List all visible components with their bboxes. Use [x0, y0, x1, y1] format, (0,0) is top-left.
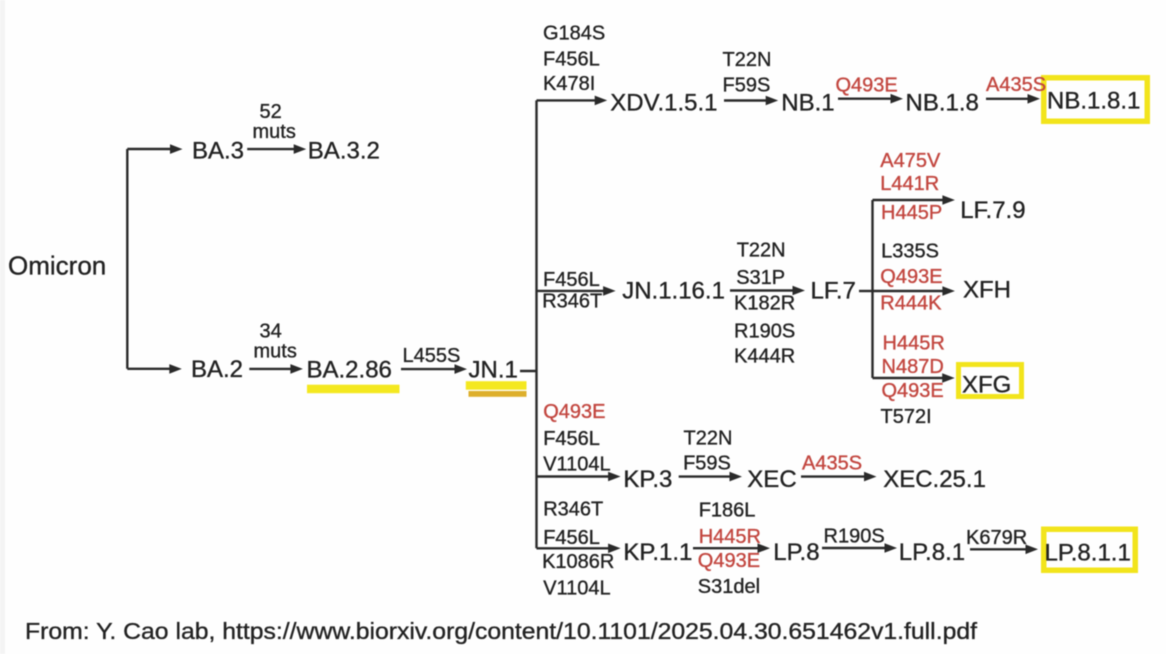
svg-text:Q493E: Q493E	[836, 75, 898, 97]
svg-text:V1104L: V1104L	[543, 454, 610, 476]
svg-text:NB.1: NB.1	[781, 90, 834, 117]
svg-text:XDV.1.5.1: XDV.1.5.1	[610, 89, 717, 116]
svg-text:A475V: A475V	[880, 150, 941, 172]
svg-text:Q493E: Q493E	[543, 401, 605, 423]
svg-text:Q493E: Q493E	[698, 550, 760, 572]
svg-text:BA.3.2: BA.3.2	[308, 137, 380, 164]
svg-text:L455S: L455S	[403, 345, 461, 367]
svg-text:52: 52	[260, 101, 282, 123]
svg-text:F456L: F456L	[543, 527, 600, 549]
svg-text:A435S: A435S	[986, 74, 1046, 96]
svg-text:K679R: K679R	[966, 527, 1027, 549]
svg-text:KP.3: KP.3	[623, 466, 672, 493]
svg-text:R346T: R346T	[542, 291, 602, 313]
svg-text:XFH: XFH	[963, 277, 1011, 304]
svg-text:From: Y. Cao lab, https://www.: From: Y. Cao lab, https://www.biorxiv.or…	[25, 618, 977, 644]
svg-text:T572I: T572I	[881, 406, 932, 428]
svg-text:A435S: A435S	[802, 453, 862, 475]
svg-text:H445R: H445R	[883, 332, 945, 354]
svg-text:KP.1.1: KP.1.1	[623, 539, 692, 566]
svg-text:V1104L: V1104L	[543, 578, 610, 600]
svg-text:S31P: S31P	[736, 267, 785, 289]
svg-text:G184S: G184S	[543, 23, 605, 45]
svg-text:N487D: N487D	[882, 356, 944, 378]
svg-text:NB.1.8.1: NB.1.8.1	[1047, 88, 1140, 115]
svg-text:BA.2.86: BA.2.86	[307, 357, 392, 384]
svg-text:muts: muts	[254, 341, 297, 363]
svg-text:K182R: K182R	[734, 293, 795, 315]
svg-text:T22N: T22N	[684, 428, 733, 450]
svg-text:34: 34	[260, 321, 282, 343]
svg-text:LP.8.1: LP.8.1	[899, 539, 965, 566]
svg-text:F456L: F456L	[543, 428, 600, 450]
svg-text:R190S: R190S	[824, 526, 885, 548]
svg-text:NB.1.8: NB.1.8	[906, 90, 979, 117]
svg-text:JN.1.16.1: JN.1.16.1	[622, 278, 725, 305]
svg-text:S31del: S31del	[698, 576, 760, 598]
svg-text:BA.3: BA.3	[192, 137, 244, 164]
svg-text:T22N: T22N	[737, 240, 786, 262]
svg-text:L441R: L441R	[880, 173, 939, 195]
svg-text:F456L: F456L	[543, 49, 600, 71]
svg-text:XFG: XFG	[962, 372, 1011, 399]
svg-text:muts: muts	[253, 121, 296, 143]
svg-text:JN.1: JN.1	[469, 357, 518, 384]
svg-text:F186L: F186L	[699, 500, 756, 522]
svg-text:H445P: H445P	[881, 202, 942, 224]
svg-text:Omicron: Omicron	[8, 251, 106, 281]
svg-text:H445R: H445R	[699, 526, 761, 548]
svg-text:Q493E: Q493E	[882, 380, 944, 402]
svg-text:K444R: K444R	[734, 346, 795, 368]
svg-text:T22N: T22N	[723, 49, 772, 71]
svg-text:LF.7.9: LF.7.9	[960, 197, 1025, 224]
svg-text:XEC.25.1: XEC.25.1	[883, 466, 986, 493]
svg-text:F456L: F456L	[543, 269, 600, 291]
svg-text:R444K: R444K	[880, 292, 942, 314]
svg-text:F59S: F59S	[723, 75, 771, 97]
svg-text:R346T: R346T	[543, 499, 603, 521]
svg-text:F59S: F59S	[683, 453, 731, 475]
svg-text:L335S: L335S	[881, 241, 939, 263]
svg-text:XEC: XEC	[747, 466, 796, 493]
svg-text:K478I: K478I	[543, 73, 595, 95]
svg-text:K1086R: K1086R	[542, 551, 614, 573]
svg-text:R190S: R190S	[734, 321, 795, 343]
svg-text:LP.8.1.1: LP.8.1.1	[1045, 539, 1131, 566]
svg-text:BA.2: BA.2	[191, 356, 243, 383]
svg-text:LF.7: LF.7	[811, 278, 856, 305]
svg-text:Q493E: Q493E	[880, 266, 942, 288]
svg-text:LP.8: LP.8	[773, 539, 819, 566]
